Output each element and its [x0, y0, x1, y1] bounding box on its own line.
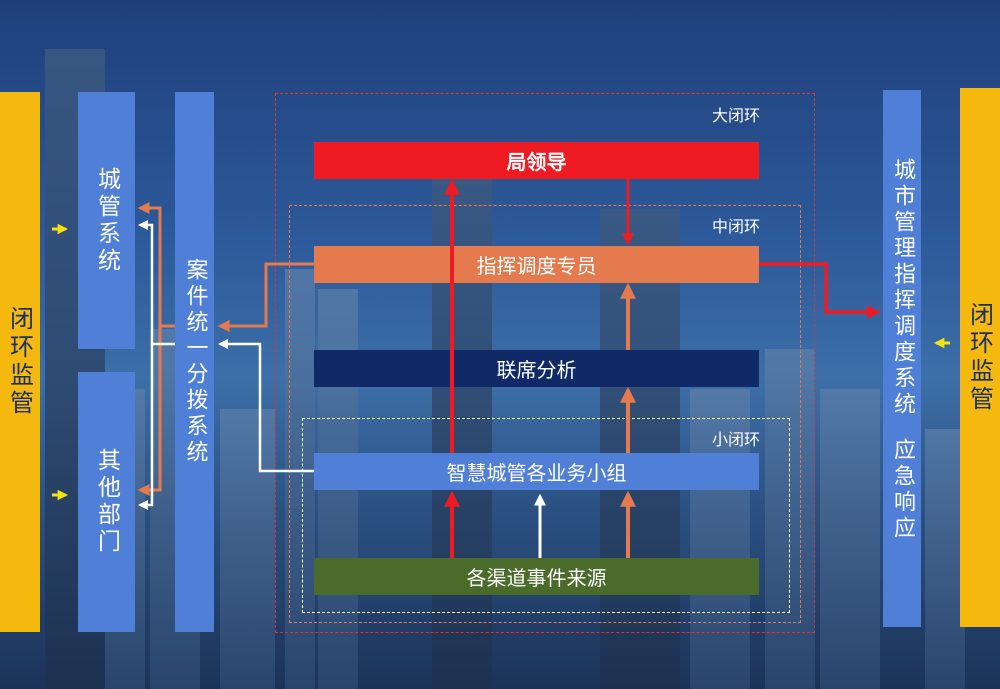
- arrow-dispatcher-to-right-system: [759, 264, 878, 312]
- arrow-groups-to-case-dispatch: [220, 344, 314, 471]
- arrow-dispatch-to-other-orange: [140, 326, 160, 490]
- arrow-dispatch-to-other-white: [140, 344, 152, 505]
- arrow-dispatcher-to-case-dispatch: [220, 264, 314, 326]
